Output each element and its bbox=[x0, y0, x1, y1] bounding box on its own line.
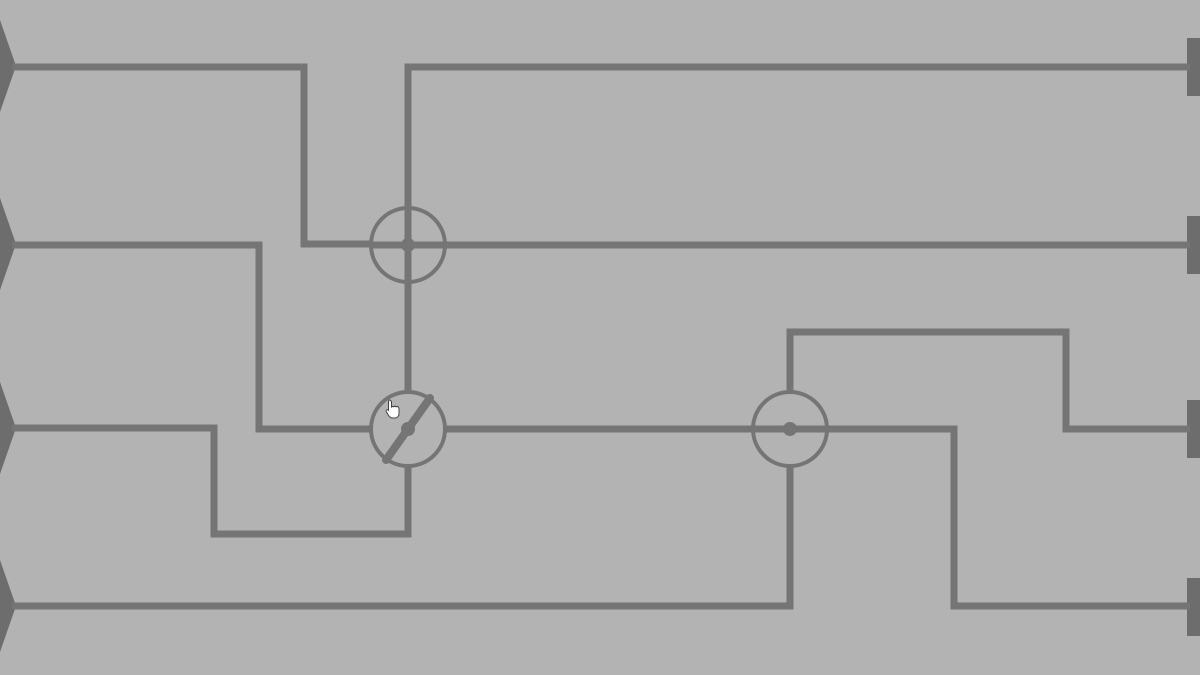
wire-input-3 bbox=[12, 424, 412, 538]
input-port-3 bbox=[0, 382, 16, 474]
wire-input-1 bbox=[12, 63, 370, 248]
output-port-3 bbox=[1187, 400, 1200, 458]
junction-2-rotary-switch[interactable] bbox=[369, 390, 447, 468]
pivot-dot bbox=[783, 422, 797, 436]
output-port-2 bbox=[1187, 216, 1200, 274]
wire-input-4 bbox=[12, 466, 794, 610]
wire-output-3 bbox=[786, 328, 1190, 433]
pivot-dot bbox=[401, 238, 415, 252]
wire-input-2 bbox=[12, 241, 370, 433]
output-port-1 bbox=[1187, 38, 1200, 96]
junction-3-connector[interactable] bbox=[751, 390, 829, 468]
input-port-2 bbox=[0, 198, 16, 290]
hand-pointer-icon bbox=[385, 399, 400, 419]
wire-output-4 bbox=[827, 425, 1190, 610]
junction-1-connector[interactable] bbox=[369, 206, 447, 284]
pivot-dot bbox=[401, 422, 415, 436]
input-port-4 bbox=[0, 560, 16, 652]
output-port-4 bbox=[1187, 578, 1200, 636]
input-port-1 bbox=[0, 20, 16, 112]
wire-output-1 bbox=[404, 63, 1190, 208]
